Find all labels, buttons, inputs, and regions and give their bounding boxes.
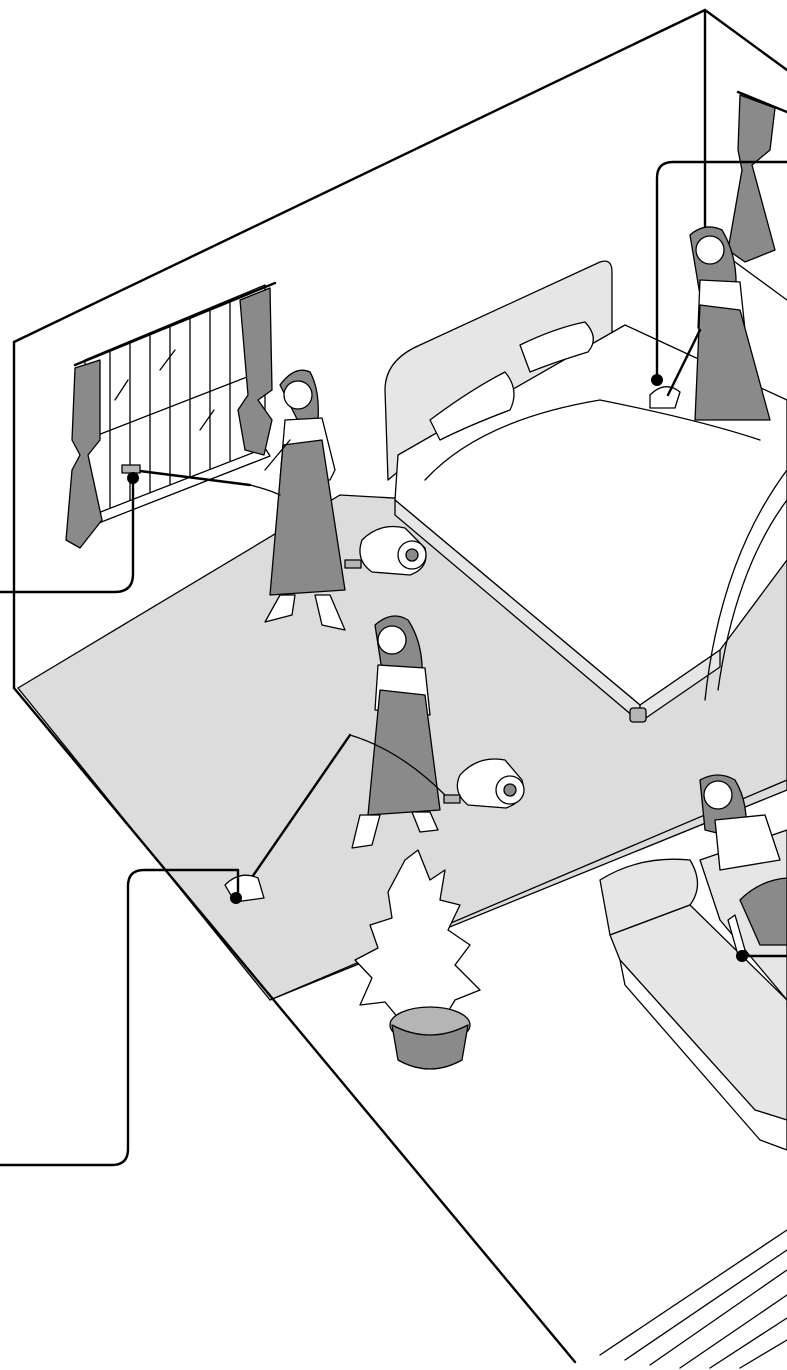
callout-dot-window <box>127 472 139 484</box>
back-curtain <box>728 92 787 262</box>
callout-dot-sofa <box>736 950 748 962</box>
sofa <box>600 830 787 1150</box>
callout-dot-floor <box>230 892 242 904</box>
stairs <box>600 1230 787 1368</box>
callout-dot-bed <box>651 374 663 386</box>
